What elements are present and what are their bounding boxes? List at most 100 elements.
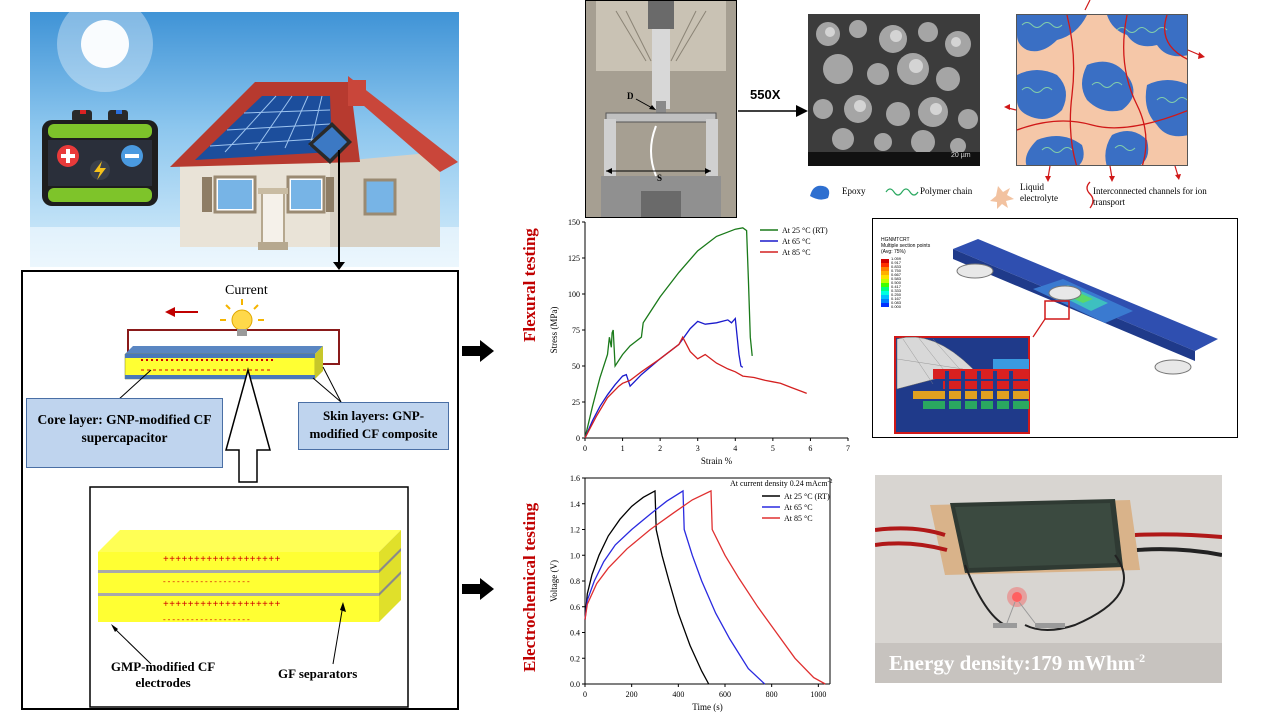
y-tick-label: 25 bbox=[572, 398, 580, 407]
x-tick-label: 6 bbox=[808, 444, 812, 453]
y-tick-label: 1.6 bbox=[570, 474, 580, 483]
sem-scale: 20 µm bbox=[951, 152, 971, 159]
series-line-2 bbox=[584, 489, 766, 685]
minus-row-1: - - - - - - - - - - - - - - - - - - - bbox=[163, 577, 250, 586]
fea-value: 0.833 bbox=[891, 264, 902, 269]
y-tick-label: 0 bbox=[576, 434, 580, 443]
core-layer-label: Core layer: GNP-modified CF supercapacit… bbox=[37, 412, 212, 445]
plus-row-1: +++++++++++++++++++ bbox=[163, 554, 281, 565]
y-tick-label: 1.4 bbox=[570, 500, 580, 509]
x-tick-label: 2 bbox=[658, 444, 662, 453]
legend-liquid: Liquid electrolyte bbox=[1020, 182, 1058, 203]
y-tick-label: 0.4 bbox=[570, 629, 580, 638]
electrolyte-schematic bbox=[1016, 14, 1188, 166]
magnify-arrow bbox=[738, 105, 808, 117]
fea-value: 0.250 bbox=[891, 292, 902, 297]
fea-value: 0.583 bbox=[891, 276, 902, 281]
arrow-right-icon-2 bbox=[462, 578, 494, 600]
electrodes-label: GMP-modified CF electrodes bbox=[110, 659, 216, 690]
skin-top-edge bbox=[125, 346, 323, 354]
y-tick-label: 100 bbox=[568, 290, 580, 299]
x-tick-label: 5 bbox=[771, 444, 775, 453]
chart-title-exponent: -2 bbox=[828, 479, 833, 485]
inner-detail-box bbox=[89, 486, 409, 708]
x-tick-label: 600 bbox=[719, 690, 731, 699]
legend-label-2: At 65 °C bbox=[782, 237, 811, 246]
x-axis-label: Time (s) bbox=[692, 702, 722, 712]
connector-line bbox=[338, 150, 340, 266]
y-tick-label: 0.2 bbox=[570, 654, 580, 663]
led-icon bbox=[1012, 592, 1022, 602]
mark-d: D bbox=[627, 91, 634, 101]
test-fixture-photo: D S bbox=[585, 0, 737, 218]
y-tick-label: 0.0 bbox=[570, 680, 580, 689]
energy-density-text: Energy density:179 mWhm bbox=[889, 651, 1136, 675]
legend-epoxy: Epoxy bbox=[842, 186, 866, 196]
series-line-3 bbox=[584, 489, 826, 685]
y-tick-label: 75 bbox=[572, 326, 580, 335]
series-line-1 bbox=[584, 227, 753, 439]
electrochemical-label: Electrochemical testing bbox=[520, 502, 539, 672]
fea-value: 0.667 bbox=[891, 272, 902, 277]
skin-layer-label-box: Skin layers: GNP-modified CF composite bbox=[298, 402, 449, 450]
series-line-2 bbox=[584, 316, 744, 439]
x-tick-label: 1000 bbox=[810, 690, 826, 699]
schematic-panel: Current bbox=[21, 270, 459, 710]
plus-row-2: +++++++++++++++++++ bbox=[163, 599, 281, 610]
x-tick-label: 200 bbox=[626, 690, 638, 699]
epoxy-icon bbox=[810, 185, 830, 200]
bulb-icon bbox=[220, 299, 264, 336]
legend-label-3: At 85 °C bbox=[784, 514, 813, 523]
led-demo-photo: Energy density:179 mWhm-2 bbox=[875, 475, 1222, 683]
fea-value: 0.167 bbox=[891, 296, 902, 301]
y-tick-label: 125 bbox=[568, 254, 580, 263]
fea-value: 0.083 bbox=[891, 300, 902, 305]
fea-panel: HGNMTCRT Multiple section points (Avg: 7… bbox=[872, 218, 1238, 438]
y-tick-label: 1.2 bbox=[570, 526, 580, 535]
energy-density-caption: Energy density:179 mWhm-2 bbox=[889, 651, 1145, 676]
polymer-chain-icon bbox=[885, 188, 919, 196]
y-tick-label: 0.8 bbox=[570, 577, 580, 586]
battery-icon bbox=[42, 108, 158, 206]
magnification-label: 550X bbox=[750, 87, 781, 102]
chart-title: At current density 0.24 mAcm-2 bbox=[730, 479, 833, 488]
y-tick-label: 1.0 bbox=[570, 551, 580, 560]
x-axis-label: Strain % bbox=[701, 456, 733, 464]
core-layer-label-box: Core layer: GNP-modified CF supercapacit… bbox=[26, 398, 223, 468]
y-axis-label: Stress (MPa) bbox=[549, 307, 559, 354]
legend-label-3: At 85 °C bbox=[782, 248, 811, 257]
ion-channel-arrows bbox=[1004, 0, 1205, 182]
morphology-legend-icons bbox=[810, 181, 1094, 209]
legend-polymer: Polymer chain bbox=[920, 186, 973, 196]
legend-label-2: At 65 °C bbox=[784, 503, 813, 512]
x-tick-label: 7 bbox=[846, 444, 850, 453]
fea-legend-values: 1.059 0.917 0.833 0.750 0.667 0.583 0.50… bbox=[891, 257, 901, 309]
x-tick-label: 0 bbox=[583, 690, 587, 699]
x-tick-label: 0 bbox=[583, 444, 587, 453]
skin-layer-label: Skin layers: GNP-modified CF composite bbox=[309, 408, 438, 441]
current-arrow bbox=[165, 307, 175, 317]
x-tick-label: 4 bbox=[733, 444, 737, 453]
legend-label-1: At 25 °C (RT) bbox=[784, 492, 830, 501]
fea-value: 0.500 bbox=[891, 280, 902, 285]
fea-value: 0.000 bbox=[891, 304, 902, 309]
fea-value: 0.333 bbox=[891, 288, 902, 293]
sun-icon bbox=[81, 20, 129, 68]
minus-row-2: - - - - - - - - - - - - - - - - - - - bbox=[163, 615, 250, 624]
house-scene-svg bbox=[30, 12, 459, 267]
x-tick-label: 1 bbox=[621, 444, 625, 453]
circuit-svg bbox=[89, 299, 409, 708]
zoom-arrow bbox=[225, 367, 271, 483]
fea-title-3: (Avg: 75%) bbox=[881, 249, 906, 255]
y-tick-label: 50 bbox=[572, 362, 580, 371]
x-tick-label: 400 bbox=[672, 690, 684, 699]
electrode-stack bbox=[98, 552, 379, 622]
house-scene bbox=[30, 12, 459, 267]
sem-image: 20 µm bbox=[808, 14, 980, 166]
ion-channel-icon bbox=[1086, 181, 1094, 209]
fea-value: 0.750 bbox=[891, 268, 902, 273]
x-tick-label: 800 bbox=[766, 690, 778, 699]
series-line-1 bbox=[584, 489, 710, 685]
